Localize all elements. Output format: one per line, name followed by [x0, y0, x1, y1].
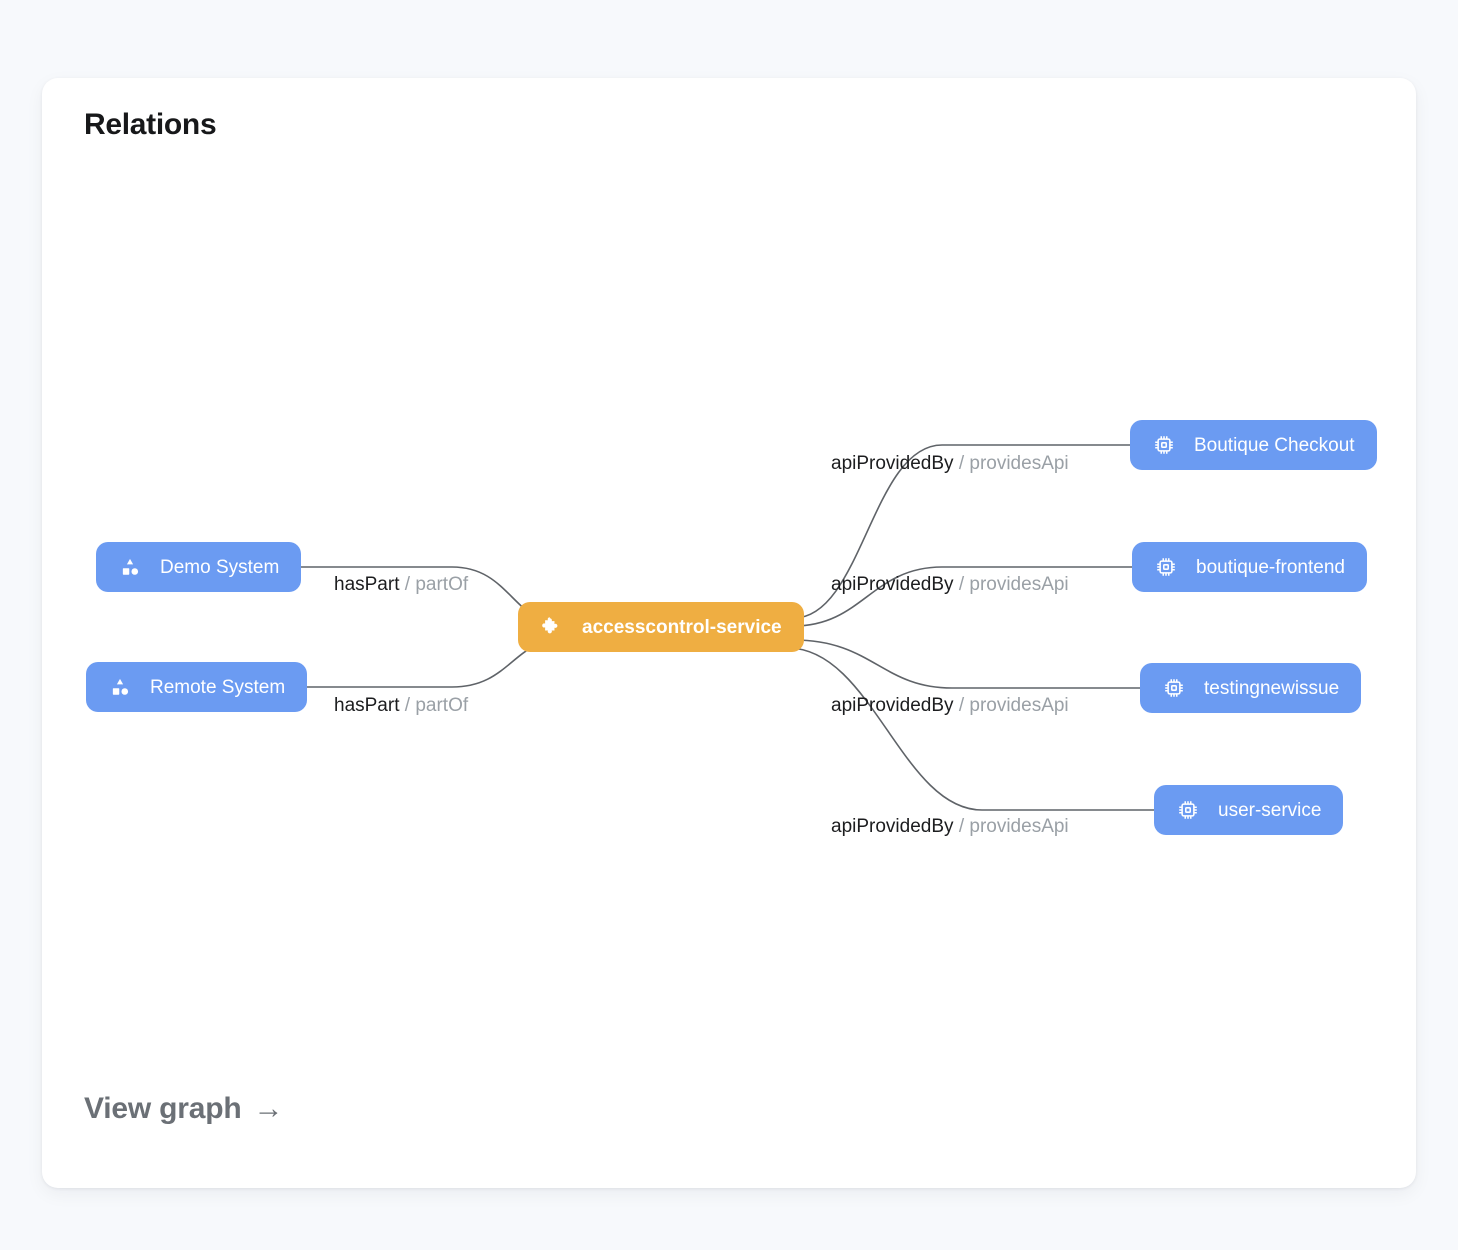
edge-label-reverse: providesApi [969, 574, 1069, 595]
cpu-chip-icon [1162, 676, 1186, 700]
edge-label-boutique-checkout: apiProvidedBy / providesApi [831, 454, 1069, 473]
edge-label-reverse: partOf [415, 574, 469, 595]
graph-node-label: Remote System [150, 676, 286, 698]
edge-label-user-service: apiProvidedBy / providesApi [831, 817, 1069, 836]
graph-node-boutique-frontend[interactable]: boutique-frontend [1132, 542, 1367, 592]
puzzle-piece-icon [540, 615, 564, 639]
cpu-chip-icon [1154, 555, 1178, 579]
edge-label-reverse: partOf [415, 695, 469, 716]
edge-label-boutique-frontend: apiProvidedBy / providesApi [831, 575, 1069, 594]
edge-label-separator: / [958, 816, 970, 837]
edge-label-demo-system: hasPart / partOf [334, 575, 468, 594]
category-shapes-icon [118, 555, 142, 579]
graph-node-label: testingnewissue [1204, 677, 1340, 699]
edge-label-forward: apiProvidedBy [831, 695, 954, 716]
graph-node-label: Demo System [160, 556, 280, 578]
edge-label-separator: / [404, 695, 416, 716]
page-title: Relations [84, 108, 217, 141]
view-graph-link[interactable]: View graph → [84, 1092, 284, 1126]
graph-node-testingnewissue[interactable]: testingnewissue [1140, 663, 1362, 713]
edge-label-separator: / [958, 695, 970, 716]
edge-label-reverse: providesApi [969, 816, 1069, 837]
graph-node-boutique-checkout[interactable]: Boutique Checkout [1130, 420, 1377, 470]
relations-graph[interactable]: Demo System Remote System [42, 78, 1416, 1188]
graph-node-label: Boutique Checkout [1194, 434, 1355, 456]
edge-path-testingnewissue [793, 639, 1140, 689]
relations-card: Relations [42, 78, 1416, 1188]
edge-path-user-service [787, 647, 1154, 811]
view-graph-label: View graph [84, 1092, 242, 1125]
edge-label-reverse: providesApi [969, 695, 1069, 716]
category-shapes-icon [108, 675, 132, 699]
edge-label-reverse: providesApi [969, 453, 1069, 474]
edge-label-remote-system: hasPart / partOf [334, 696, 468, 715]
edge-label-separator: / [958, 453, 970, 474]
graph-node-label: user-service [1218, 799, 1322, 821]
graph-node-user-service[interactable]: user-service [1154, 785, 1344, 835]
edge-label-separator: / [958, 574, 970, 595]
graph-node-label: accesscontrol-service [582, 616, 782, 638]
cpu-chip-icon [1152, 433, 1176, 457]
edge-label-forward: hasPart [334, 695, 400, 716]
edge-label-forward: apiProvidedBy [831, 574, 954, 595]
graph-node-remote-system[interactable]: Remote System [86, 662, 308, 712]
arrow-right-icon: → [253, 1092, 284, 1125]
graph-node-accesscontrol-service[interactable]: accesscontrol-service [518, 602, 804, 652]
edge-label-forward: hasPart [334, 574, 400, 595]
edge-label-forward: apiProvidedBy [831, 453, 954, 474]
edge-label-testingnewissue: apiProvidedBy / providesApi [831, 696, 1069, 715]
cpu-chip-icon [1176, 798, 1200, 822]
graph-node-demo-system[interactable]: Demo System [96, 542, 302, 592]
graph-node-label: boutique-frontend [1196, 556, 1345, 578]
edge-label-separator: / [404, 574, 416, 595]
edge-label-forward: apiProvidedBy [831, 816, 954, 837]
